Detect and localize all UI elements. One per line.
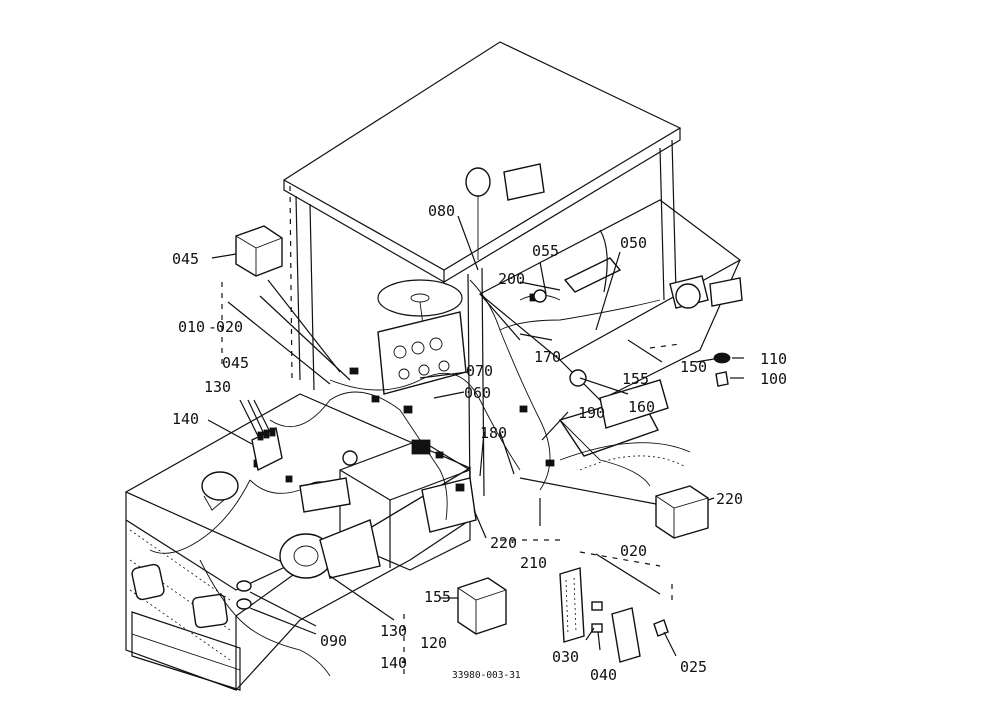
label-120: 120: [420, 634, 447, 652]
label-030: 030: [552, 648, 579, 666]
label-180: 180: [480, 424, 507, 442]
label-140-left: 140: [172, 410, 199, 428]
svg-text:-: -: [208, 318, 217, 336]
part-fuse-cover: [611, 607, 641, 663]
label-020-left: 020: [216, 318, 243, 336]
label-130-left: 130: [204, 378, 231, 396]
label-090: 090: [320, 632, 347, 650]
label-045-left: 045: [222, 354, 249, 372]
label-110: 110: [760, 350, 787, 368]
label-070: 070: [466, 362, 493, 380]
part-155-box: [457, 577, 507, 635]
leader-lines: [207, 215, 744, 676]
label-010: 010: [178, 318, 205, 336]
part-100-nut: [715, 371, 729, 387]
label-080: 080: [428, 202, 455, 220]
part-110-washer: [713, 352, 731, 364]
label-025: 025: [680, 658, 707, 676]
tractor-line-art: [124, 41, 743, 691]
part-045-box: [235, 225, 283, 277]
part-020-fuse-box: [559, 567, 585, 643]
label-220-lower: 220: [490, 534, 517, 552]
label-100: 100: [760, 370, 787, 388]
label-040: 040: [590, 666, 617, 684]
label-060: 060: [464, 384, 491, 402]
label-190: 190: [578, 404, 605, 422]
label-200: 200: [498, 270, 525, 288]
label-210: 210: [520, 554, 547, 572]
label-155-upper: 155: [622, 370, 649, 388]
label-020-right: 020: [620, 542, 647, 560]
label-160: 160: [628, 398, 655, 416]
label-140-lower: 140: [380, 654, 407, 672]
part-labels: 045 010 - 020 045 130 140 080 055 050 20…: [172, 202, 787, 684]
label-045-top: 045: [172, 250, 199, 268]
label-220-right: 220: [716, 490, 743, 508]
label-170: 170: [534, 348, 561, 366]
part-025-bolt: [653, 619, 669, 637]
label-155-lower: 155: [424, 588, 451, 606]
label-050: 050: [620, 234, 647, 252]
part-090-grommet: [236, 580, 252, 592]
drawing-code: 33980-003-31: [452, 670, 521, 681]
label-055: 055: [532, 242, 559, 260]
loose-parts: [235, 225, 731, 663]
part-220-relay: [655, 485, 709, 539]
label-150: 150: [680, 358, 707, 376]
label-130-lower: 130: [380, 622, 407, 640]
